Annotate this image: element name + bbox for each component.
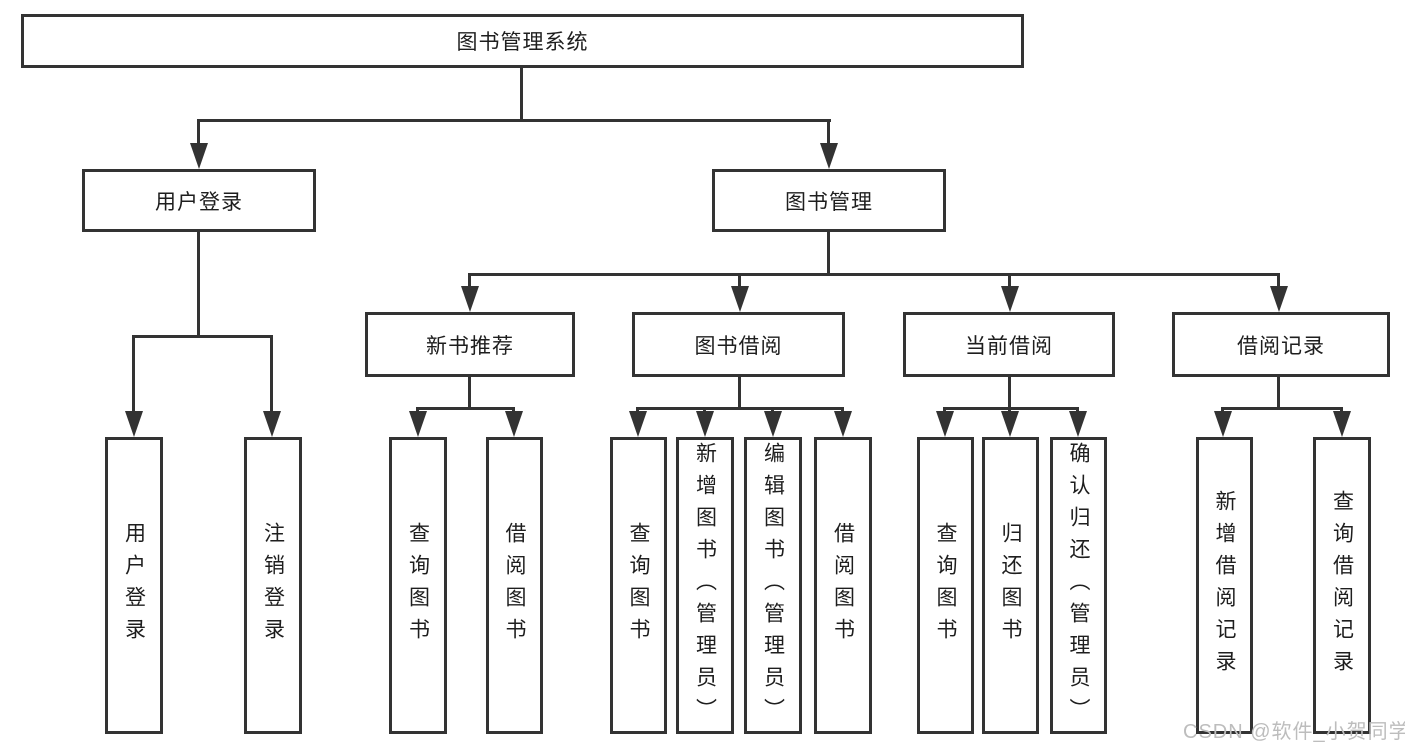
node-book-borrow: 图书借阅 — [632, 312, 845, 377]
node-new-book-recommend: 新书推荐 — [365, 312, 575, 377]
edge-newbook-bar — [416, 407, 515, 410]
edge-records-stem — [1277, 377, 1280, 407]
leaf-record-query-label: 查询借阅记录 — [1330, 489, 1354, 682]
leaf-borrow-book-label: 借阅图书 — [831, 521, 855, 650]
csdn-watermark: CSDN @软件_小贺同学 — [1183, 721, 1405, 743]
node-user-login: 用户登录 — [82, 169, 316, 232]
edge-currentborrow-stem — [1008, 377, 1011, 407]
leaf-borrow-book: 借阅图书 — [814, 437, 872, 734]
arrow-down-icon — [1001, 286, 1019, 312]
leaf-borrow-query-label: 查询图书 — [627, 521, 650, 650]
node-user-login-label: 用户登录 — [155, 190, 243, 214]
arrow-down-icon — [731, 286, 749, 312]
edge-stub — [827, 119, 830, 143]
leaf-newbook-query: 查询图书 — [389, 437, 447, 734]
arrow-down-icon — [505, 411, 523, 437]
leaf-current-confirm-admin-label: 确认归还（管理员） — [1067, 441, 1090, 730]
arrow-down-icon — [1214, 411, 1232, 437]
arrow-down-icon — [461, 286, 479, 312]
edge-stub — [1340, 407, 1343, 413]
arrow-down-icon — [125, 411, 143, 437]
leaf-newbook-borrow-label: 借阅图书 — [503, 521, 526, 650]
edge-stub — [132, 335, 135, 411]
edge-stub — [1076, 407, 1079, 413]
node-root: 图书管理系统 — [21, 14, 1024, 68]
leaf-newbook-query-label: 查询图书 — [406, 521, 430, 650]
arrow-down-icon — [696, 411, 714, 437]
edge-stub — [270, 335, 273, 411]
edge-newbook-stem — [468, 377, 471, 407]
leaf-borrow-edit-admin-label: 编辑图书（管理员） — [761, 441, 785, 730]
leaf-borrow-add-admin: 新增图书（管理员） — [676, 437, 734, 734]
arrow-down-icon — [1001, 411, 1019, 437]
arrow-down-icon — [263, 411, 281, 437]
edge-stub — [703, 407, 706, 413]
leaf-current-return: 归还图书 — [982, 437, 1039, 734]
arrow-down-icon — [409, 411, 427, 437]
edge-stub — [512, 407, 515, 413]
edge-stub — [943, 407, 946, 413]
edge-stub — [416, 407, 419, 413]
node-book-management-label: 图书管理 — [785, 190, 873, 214]
edge-stub — [841, 407, 844, 413]
node-book-borrow-label: 图书借阅 — [694, 334, 783, 358]
edge-stub — [468, 273, 471, 286]
edge-stub — [636, 407, 639, 413]
edge-bookborrow-stem — [738, 377, 741, 407]
leaf-record-add-label: 新增借阅记录 — [1213, 489, 1236, 682]
leaf-user-login: 用户登录 — [105, 437, 163, 734]
node-book-management: 图书管理 — [712, 169, 946, 232]
leaf-borrow-query: 查询图书 — [610, 437, 667, 734]
edge-userlogin-bar — [132, 335, 273, 338]
leaf-record-query: 查询借阅记录 — [1313, 437, 1371, 734]
node-borrow-records-label: 借阅记录 — [1237, 334, 1325, 358]
arrow-down-icon — [820, 143, 838, 169]
edge-records-bar — [1221, 407, 1342, 410]
arrow-down-icon — [834, 411, 852, 437]
leaf-current-return-label: 归还图书 — [999, 521, 1022, 650]
leaf-current-confirm-admin: 确认归还（管理员） — [1050, 437, 1107, 734]
arrow-down-icon — [1069, 411, 1087, 437]
arrow-down-icon — [629, 411, 647, 437]
arrow-down-icon — [936, 411, 954, 437]
edge-bookmgmt-bar — [468, 273, 1280, 276]
edge-stub — [738, 273, 741, 286]
node-root-label: 图书管理系统 — [456, 31, 589, 54]
edge-currentborrow-bar — [943, 407, 1079, 410]
leaf-logout-label: 注销登录 — [261, 521, 285, 650]
leaf-borrow-edit-admin: 编辑图书（管理员） — [744, 437, 802, 734]
node-current-borrow-label: 当前借阅 — [965, 334, 1053, 358]
edge-userlogin-stem — [197, 232, 200, 335]
edge-stub — [197, 119, 200, 143]
edge-root-bar — [198, 119, 831, 122]
arrow-down-icon — [1333, 411, 1351, 437]
edge-stub — [1277, 273, 1280, 286]
leaf-newbook-borrow: 借阅图书 — [486, 437, 543, 734]
arrow-down-icon — [1270, 286, 1288, 312]
node-new-book-recommend-label: 新书推荐 — [426, 334, 514, 358]
node-borrow-records: 借阅记录 — [1172, 312, 1390, 377]
node-current-borrow: 当前借阅 — [903, 312, 1115, 377]
edge-bookmgmt-stem — [827, 232, 830, 273]
arrow-down-icon — [190, 143, 208, 169]
edge-root-stem — [520, 68, 523, 119]
edge-bookborrow-bar — [636, 407, 844, 410]
edge-stub — [1008, 273, 1011, 286]
leaf-current-query-label: 查询图书 — [934, 521, 957, 650]
leaf-user-login-label: 用户登录 — [122, 521, 146, 650]
leaf-record-add: 新增借阅记录 — [1196, 437, 1253, 734]
leaf-current-query: 查询图书 — [917, 437, 974, 734]
leaf-borrow-add-admin-label: 新增图书（管理员） — [693, 441, 717, 730]
edge-stub — [771, 407, 774, 413]
leaf-logout: 注销登录 — [244, 437, 302, 734]
edge-stub — [1008, 407, 1011, 413]
edge-stub — [1221, 407, 1224, 413]
arrow-down-icon — [764, 411, 782, 437]
